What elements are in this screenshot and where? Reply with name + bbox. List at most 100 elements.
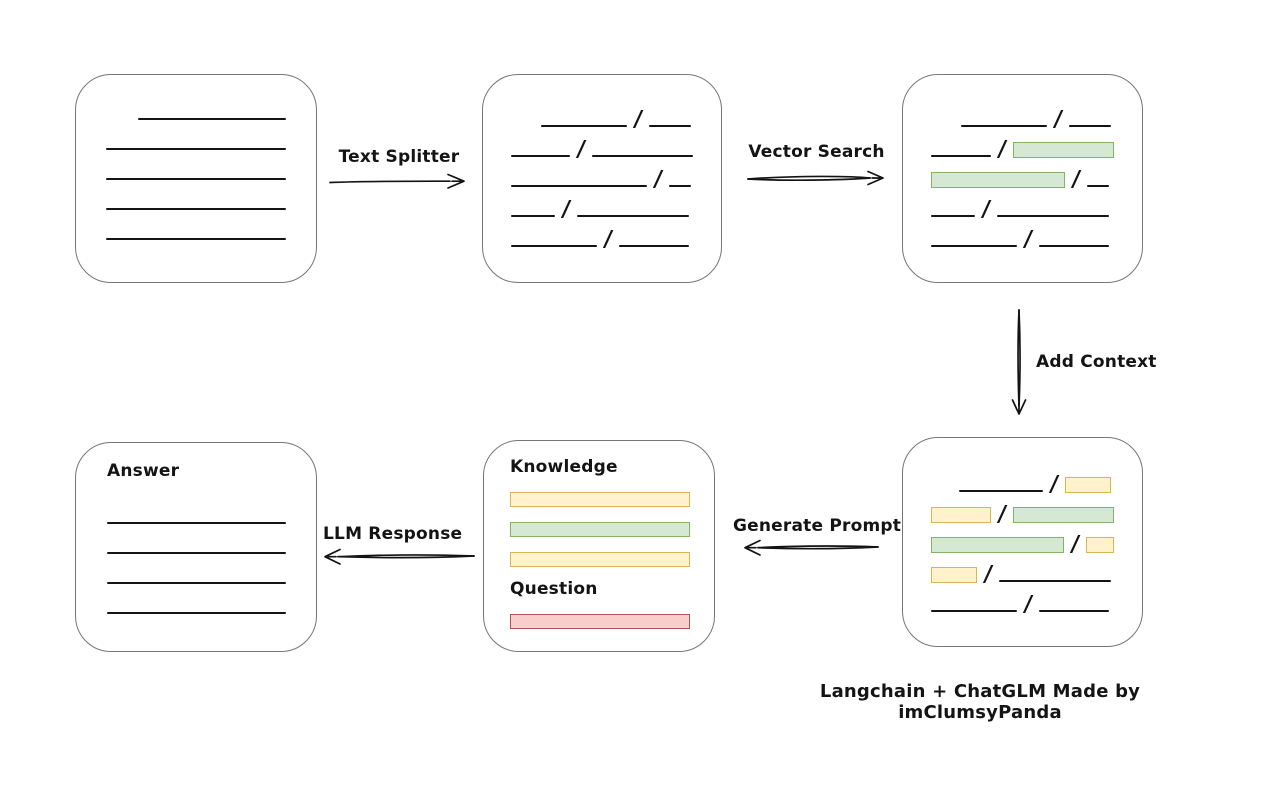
- green-chunk: [931, 172, 1065, 188]
- segment-row: [510, 545, 690, 575]
- generate-prompt-arrow-icon: [744, 539, 879, 556]
- slash-separator: /: [1022, 592, 1034, 617]
- text-line: [107, 612, 286, 614]
- slash-separator: /: [652, 167, 664, 192]
- text-line: [1039, 610, 1110, 612]
- yellow-chunk: [510, 492, 690, 507]
- text-line: [1069, 125, 1112, 127]
- text-line: [1039, 245, 1110, 247]
- text-line: [959, 490, 1043, 492]
- yellow-chunk: [931, 507, 991, 523]
- slash-separator: /: [632, 107, 644, 132]
- text-line: [649, 125, 692, 127]
- segment-row: [107, 555, 286, 585]
- slash-separator: /: [602, 227, 614, 252]
- yellow-chunk: [1065, 477, 1112, 493]
- text-line: [577, 215, 690, 217]
- segment-row: /: [931, 493, 1114, 527]
- slash-separator: /: [575, 137, 588, 162]
- slash-separator: /: [995, 137, 1008, 162]
- matched-chunks-node: /////: [902, 74, 1143, 283]
- segment-row: [106, 151, 286, 181]
- generate-prompt-label: Generate Prompt: [733, 516, 902, 536]
- text-line: [107, 522, 286, 524]
- segment-row: /: [961, 98, 1114, 132]
- segment-row: /: [931, 523, 1114, 557]
- answer-node: Answer: [75, 442, 317, 652]
- segment-row: [107, 525, 286, 555]
- text-line: [931, 245, 1017, 247]
- segment-row: /: [511, 188, 693, 222]
- text-line: [107, 552, 286, 554]
- vector-search-arrow-icon: [747, 170, 884, 186]
- text-line: [511, 215, 555, 217]
- knowledge-label: Knowledge: [510, 457, 618, 477]
- add-context-label: Add Context: [1036, 352, 1157, 372]
- yellow-chunk: [931, 567, 977, 583]
- text-line: [592, 155, 693, 157]
- slash-separator: /: [1022, 227, 1034, 252]
- segment-row: [106, 211, 286, 241]
- segment-row: [510, 485, 690, 515]
- knowledge-bars: [510, 485, 690, 575]
- segment-row: [510, 515, 690, 545]
- segment-row: /: [931, 583, 1114, 617]
- text-line: [1087, 185, 1110, 187]
- slash-separator: /: [982, 562, 994, 587]
- text-line: [541, 125, 627, 127]
- prompt-node: Knowledge Question: [483, 440, 715, 652]
- slash-separator: /: [1048, 472, 1060, 497]
- text-line: [961, 125, 1047, 127]
- red-chunk: [510, 614, 690, 629]
- segment-row: [510, 607, 690, 637]
- text-line: [931, 155, 991, 157]
- segment-row: /: [931, 128, 1114, 162]
- text-splitter-label: Text Splitter: [338, 147, 460, 167]
- text-line: [619, 245, 690, 247]
- text-line: [106, 178, 286, 180]
- yellow-chunk: [1086, 537, 1114, 553]
- text-line: [931, 215, 975, 217]
- segment-row: [138, 91, 286, 121]
- text-line: [997, 215, 1110, 217]
- question-bar: [510, 607, 690, 637]
- green-chunk: [1012, 142, 1114, 158]
- green-chunk: [1012, 507, 1114, 523]
- text-line: [999, 580, 1112, 582]
- segment-row: /: [931, 158, 1114, 192]
- text-line: [107, 582, 286, 584]
- text-splitter-arrow-icon: [329, 173, 465, 189]
- segment-row: [107, 585, 286, 615]
- segment-row: /: [959, 463, 1114, 497]
- segment-row: /: [511, 158, 693, 192]
- slash-separator: /: [560, 197, 572, 222]
- segment-row: /: [931, 218, 1114, 252]
- answer-label: Answer: [107, 461, 180, 481]
- text-line: [511, 245, 597, 247]
- slash-separator: /: [1069, 532, 1081, 557]
- text-line: [106, 148, 286, 150]
- text-line: [138, 118, 286, 120]
- add-context-arrow-icon: [1011, 309, 1027, 415]
- green-chunk: [510, 522, 690, 537]
- segment-row: /: [511, 128, 693, 162]
- context-chunks-node: / / / / /: [902, 437, 1143, 647]
- segment-row: /: [931, 553, 1114, 587]
- yellow-chunk: [510, 552, 690, 567]
- text-line: [511, 185, 647, 187]
- document-node: [75, 74, 317, 283]
- slash-separator: /: [980, 197, 992, 222]
- slash-separator: /: [995, 502, 1008, 527]
- llm-response-arrow-icon: [324, 548, 475, 565]
- diagram-caption: Langchain + ChatGLM Made by imClumsyPand…: [819, 681, 1141, 723]
- text-line: [931, 610, 1017, 612]
- split-text-node: / / / / /: [482, 74, 722, 283]
- text-line: [669, 185, 692, 187]
- answer-lines: [107, 495, 286, 615]
- segment-row: /: [511, 218, 693, 252]
- segment-row: /: [541, 98, 693, 132]
- text-line: [106, 208, 286, 210]
- green-chunk: [931, 537, 1065, 553]
- text-line: [106, 238, 286, 240]
